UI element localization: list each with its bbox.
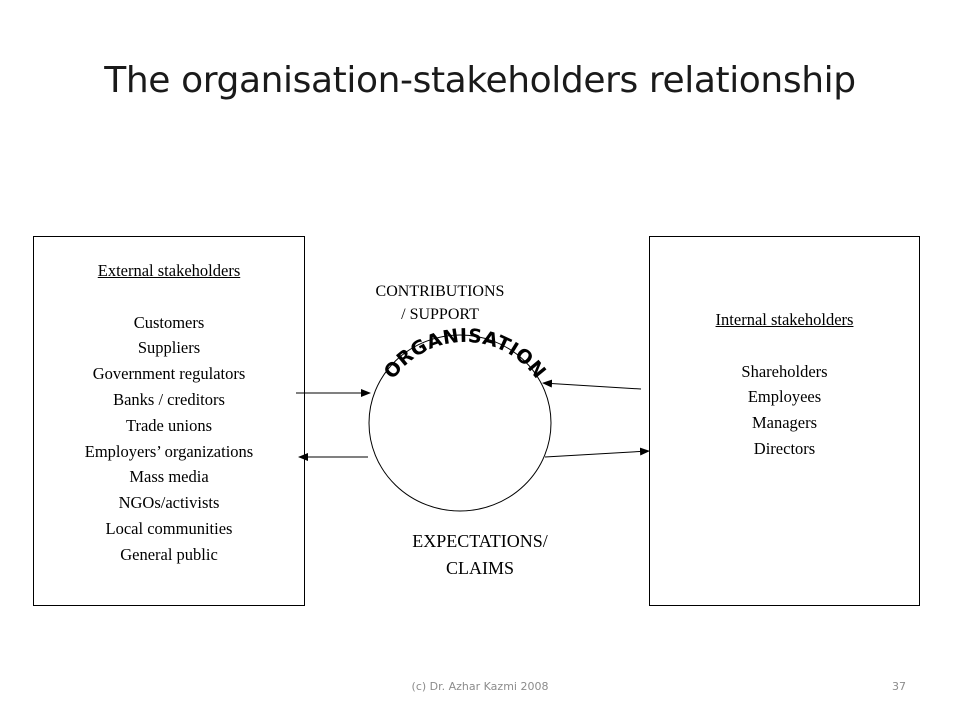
contributions-support-label: CONTRIBUTIONS / SUPPORT	[340, 280, 540, 326]
internal-item-shareholders: Shareholders	[741, 361, 828, 381]
internal-to-org-arrow	[542, 379, 642, 390]
contributions-line-1: CONTRIBUTIONS	[375, 283, 505, 300]
external-item-general-public: General public	[120, 544, 218, 564]
contributions-line-2: / SUPPORT	[401, 306, 479, 323]
organisation-label-path: ORGANISATION	[380, 325, 550, 383]
internal-item-employees: Employees	[747, 387, 822, 407]
internal-item-directors: Directors	[753, 438, 816, 458]
org-to-internal-arrow	[544, 447, 650, 458]
external-item-government-regulators: Government regulators	[92, 364, 246, 384]
external-item-banks-creditors: Banks / creditors	[113, 389, 225, 409]
internal-stakeholders-list: Internal stakeholders Shareholders Emplo…	[649, 307, 920, 462]
organisation-label: ORGANISATION	[380, 325, 551, 383]
external-item-ngos-activists: NGOs/activists	[118, 493, 220, 513]
external-item-trade-unions: Trade unions	[125, 415, 213, 435]
external-heading: External stakeholders	[97, 261, 241, 280]
expectations-line-2: CLAIMS	[445, 558, 514, 578]
internal-heading: Internal stakeholders	[715, 310, 854, 329]
external-item-customers: Customers	[133, 312, 205, 332]
external-item-mass-media: Mass media	[129, 467, 209, 487]
external-item-local-communities: Local communities	[105, 518, 233, 538]
external-item-employers-organizations: Employers’ organizations	[84, 441, 254, 461]
expectations-line-1: EXPECTATIONS/	[412, 531, 548, 551]
external-stakeholders-list: External stakeholders Customers Supplier…	[33, 258, 305, 568]
slide-title: The organisation-stakeholders relationsh…	[104, 60, 856, 101]
internal-stakeholders-box	[649, 236, 920, 606]
organisation-circle	[368, 334, 552, 512]
expectations-claims-label: EXPECTATIONS/ CLAIMS	[370, 528, 590, 582]
internal-item-managers: Managers	[751, 413, 818, 433]
external-stakeholders-box	[33, 236, 305, 606]
page-number: 37	[892, 680, 906, 693]
external-item-suppliers: Suppliers	[137, 338, 201, 358]
footer-credit: (c) Dr. Azhar Kazmi 2008	[411, 680, 549, 693]
